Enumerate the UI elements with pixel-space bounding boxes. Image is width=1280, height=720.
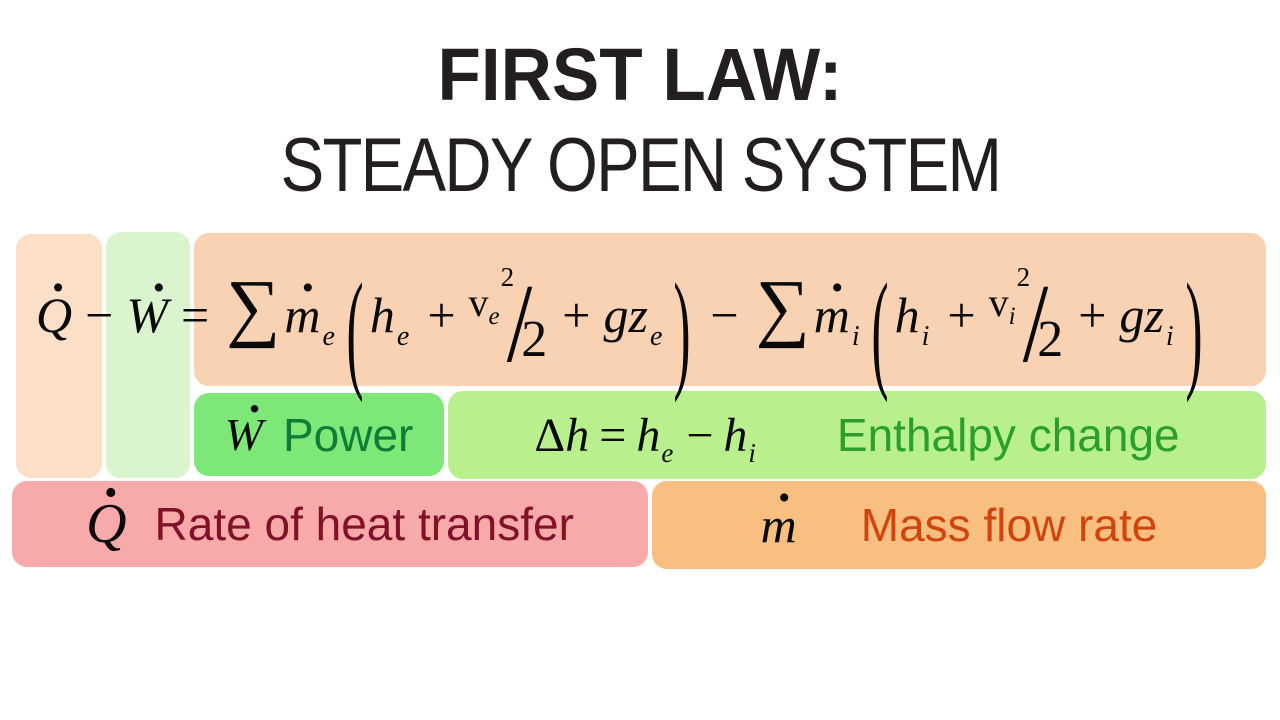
- highlight-strip-heat: [16, 234, 102, 478]
- heat-label: Rate of heat transfer: [154, 498, 574, 550]
- legend-power: ·W Power: [194, 382, 444, 476]
- minus-operator: −: [85, 287, 114, 343]
- legend-heat: ·Q Rate of heat transfer: [12, 461, 648, 567]
- main-equation: ·Q−·W=∑·me(he+ve2/2+gze)−∑·mi(hi+vi2/2+g…: [36, 256, 1203, 404]
- legend-mass: ·m Mass flow rate: [652, 469, 1266, 569]
- mass-label: Mass flow rate: [860, 499, 1158, 551]
- q-dot-legend-symbol: ·Q: [86, 461, 127, 555]
- enthalpy-equation: Δh=he−hi: [534, 408, 756, 468]
- legend-box-mass: [652, 481, 1266, 569]
- enthalpy-label: Enthalpy change: [836, 409, 1180, 461]
- m-dot-inlet: ·m: [813, 259, 850, 343]
- legend-box-power: [194, 393, 444, 476]
- page-subtitle: STEADY OPEN SYSTEM: [280, 123, 1001, 208]
- right-paren: ): [673, 256, 691, 404]
- minus-operator-2: −: [710, 287, 739, 343]
- page-title: FIRST LAW:: [437, 33, 843, 116]
- kinetic-term-exit: ve2/2: [468, 262, 548, 387]
- left-paren: (: [346, 256, 364, 404]
- right-paren-2: ): [1185, 256, 1203, 404]
- legend-box-heat: [12, 481, 648, 567]
- w-dot-symbol: ·W: [126, 259, 168, 343]
- summation-exit: ∑: [226, 265, 281, 349]
- power-label: Power: [282, 408, 414, 461]
- q-dot-symbol: ·Q: [36, 259, 73, 343]
- summation-inlet: ∑: [755, 265, 810, 349]
- legend-enthalpy: Δh=he−hi Enthalpy change: [448, 391, 1266, 479]
- w-dot-legend-symbol: ·W: [224, 382, 263, 460]
- highlight-strip-work: [106, 232, 190, 478]
- legend-box-enthalpy: [448, 391, 1266, 479]
- equals-sign: =: [180, 287, 210, 343]
- title-row-2: STEADY OPEN SYSTEM: [0, 126, 1280, 206]
- kinetic-term-inlet: vi2/2: [988, 262, 1064, 387]
- highlight-block-equation: [194, 233, 1266, 386]
- left-paren-2: (: [871, 256, 889, 404]
- m-dot-legend-symbol: ·m: [760, 469, 797, 553]
- title-row-1: FIRST LAW:: [0, 33, 1280, 116]
- m-dot-exit: ·m: [284, 259, 321, 343]
